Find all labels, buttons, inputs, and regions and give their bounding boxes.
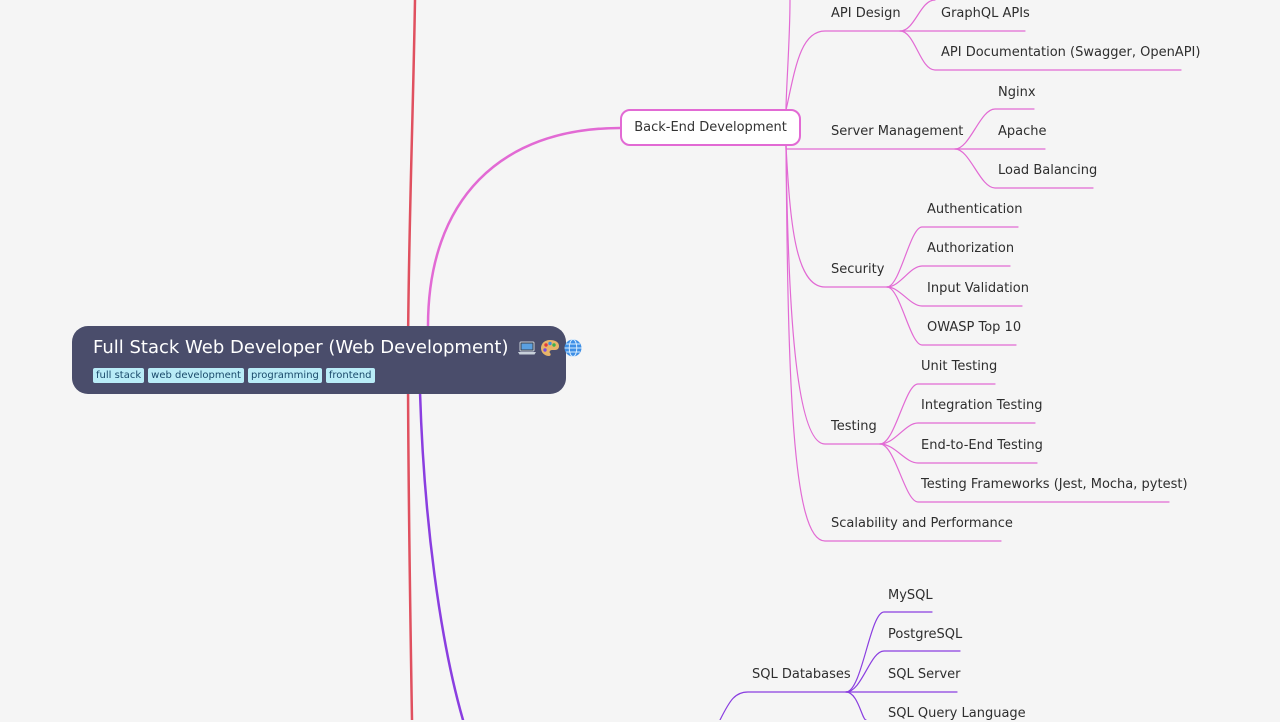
api-design-topic[interactable]: API Design: [831, 6, 901, 21]
unit-testing-topic[interactable]: Unit Testing: [921, 359, 998, 374]
sql-query-language-topic[interactable]: SQL Query Language: [888, 706, 1026, 721]
sql-server-topic[interactable]: SQL Server: [888, 667, 961, 682]
tag[interactable]: frontend: [325, 368, 375, 383]
input-validation-topic[interactable]: Input Validation: [927, 281, 1029, 296]
security-topic[interactable]: Security: [831, 262, 885, 277]
tag-list: full stack web development programming f…: [93, 368, 546, 383]
nginx-topic[interactable]: Nginx: [998, 85, 1036, 100]
root-title: Full Stack Web Developer (Web Developmen…: [93, 337, 509, 358]
authorization-topic[interactable]: Authorization: [927, 241, 1015, 256]
testing-frameworks-topic[interactable]: Testing Frameworks (Jest, Mocha, pytest): [921, 477, 1188, 492]
tag[interactable]: programming: [247, 368, 322, 383]
api-documentation-topic[interactable]: API Documentation (Swagger, OpenAPI): [941, 45, 1201, 60]
tag[interactable]: web development: [148, 368, 244, 383]
server-management-topic[interactable]: Server Management: [831, 124, 964, 139]
sql-databases-topic[interactable]: SQL Databases: [752, 667, 851, 682]
owasp-topic[interactable]: OWASP Top 10: [927, 320, 1022, 335]
purple-branch-connector: [418, 390, 465, 720]
testing-topic[interactable]: Testing: [831, 419, 877, 434]
authentication-topic[interactable]: Authentication: [927, 202, 1023, 217]
backend-development-node[interactable]: Back-End Development: [620, 109, 801, 146]
palette-icon: [540, 340, 559, 356]
postgresql-topic[interactable]: PostgreSQL: [888, 627, 963, 642]
load-balancing-topic[interactable]: Load Balancing: [998, 163, 1098, 178]
integration-testing-topic[interactable]: Integration Testing: [921, 398, 1043, 413]
graphql-apis-topic[interactable]: GraphQL APIs: [941, 6, 1030, 21]
tag[interactable]: full stack: [93, 368, 145, 383]
mysql-topic[interactable]: MySQL: [888, 588, 933, 603]
globe-icon: [564, 339, 582, 357]
root-topic-node[interactable]: Full Stack Web Developer (Web Developmen…: [72, 326, 582, 394]
e2e-testing-topic[interactable]: End-to-End Testing: [921, 438, 1043, 453]
laptop-icon: [517, 341, 536, 355]
pink-branch-connector: [426, 126, 622, 328]
scalability-topic[interactable]: Scalability and Performance: [831, 516, 1013, 531]
apache-topic[interactable]: Apache: [998, 124, 1047, 139]
